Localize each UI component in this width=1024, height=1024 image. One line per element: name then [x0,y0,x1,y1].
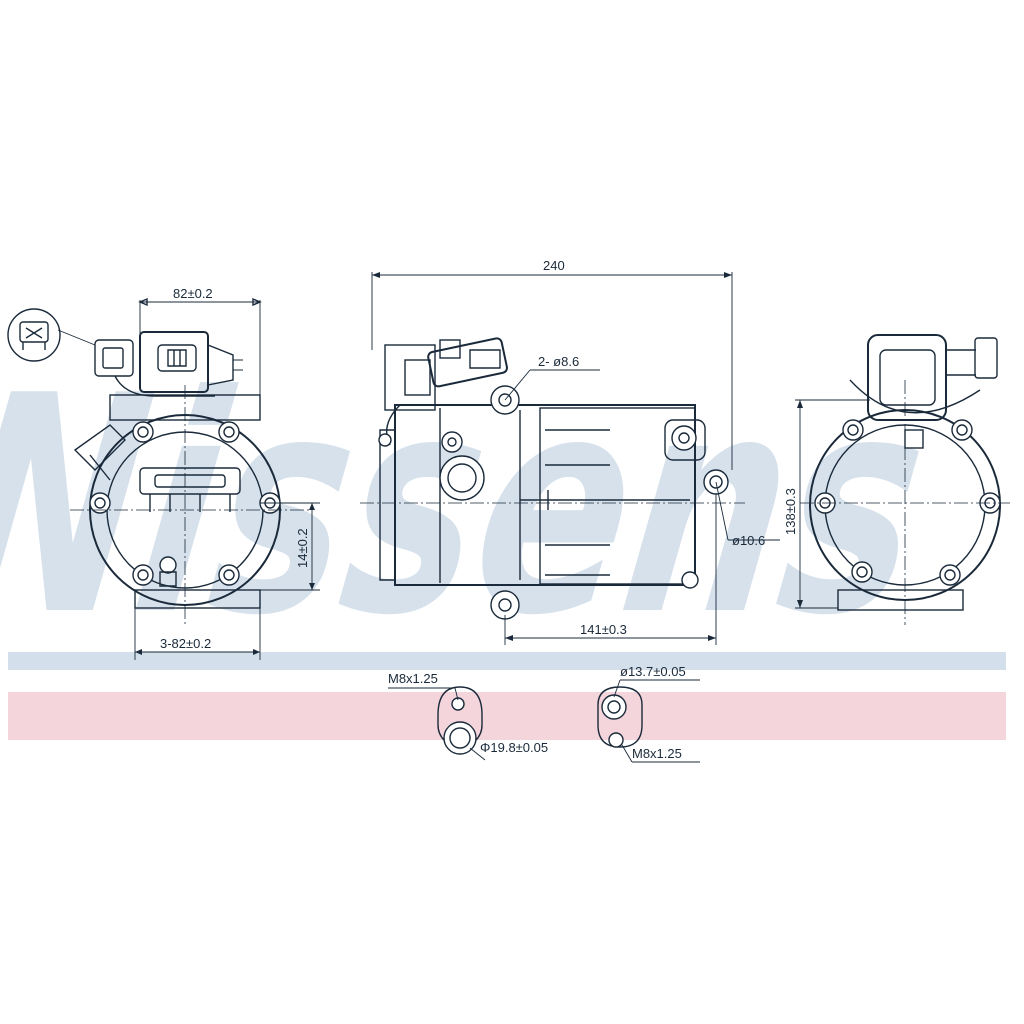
dim-left-bottom-width: 3-82±0.2 [160,636,211,651]
port2-thread: M8x1.25 [632,746,682,761]
front-view: 82±0.2 [7,286,320,660]
blue-band [8,652,1006,670]
connector-callout [7,308,61,362]
dim-bolt-span: 141±0.3 [580,622,627,637]
port-detail-1: M8x1.25 Φ19.8±0.05 [388,671,548,761]
dim-hole-diameter: ø10.6 [732,533,765,548]
side-view: 240 2- ø8.6 [360,258,780,645]
dim-overall-length: 240 [543,258,565,273]
port-detail-2: ø13.7±0.05 M8x1.25 [597,664,700,763]
rear-view: 138±0.3 [783,334,1010,625]
dim-left-top-width: 82±0.2 [173,286,213,301]
port1-diameter: Φ19.8±0.05 [480,740,548,755]
port2-diameter: ø13.7±0.05 [620,664,686,679]
connector-pin-icon [19,321,49,350]
port1-thread: M8x1.25 [388,671,438,686]
brand-watermark: Nissens [0,332,943,681]
pink-band [8,692,1006,740]
dim-left-height: 14±0.2 [295,528,310,568]
dim-mount-holes: 2- ø8.6 [538,354,579,369]
dim-right-height: 138±0.3 [783,488,798,535]
